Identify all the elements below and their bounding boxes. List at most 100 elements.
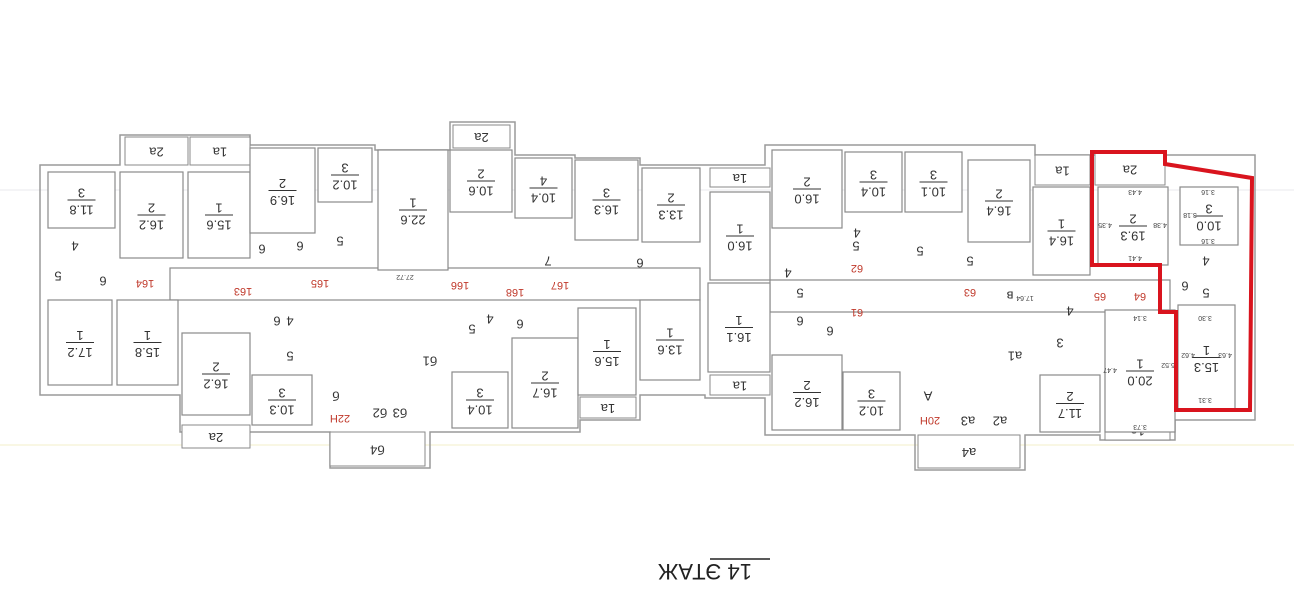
service-room-label: 6 [258,242,265,257]
room-area: 10.4 [467,403,492,418]
room-number: 3 [476,386,483,401]
room[interactable]: 213.3 [641,167,701,243]
room-number: 2 [803,378,810,393]
room-area: 16.2 [139,218,164,233]
balcony-outline [1094,152,1166,186]
room[interactable]: 310.4 [844,151,903,213]
room-number: 1 [144,328,151,343]
room[interactable]: 122.6 [377,149,449,271]
room[interactable]: 216.0 [771,149,843,229]
balcony: 1a [189,136,251,166]
dimension-label: 3.31 [1198,396,1212,403]
dimension-label: 4.62 [1181,351,1195,358]
room[interactable]: 310.4 [451,371,509,429]
room[interactable]: 310.1 [904,151,963,213]
service-room-label: 5 [852,239,859,254]
room[interactable]: 219.3 [1097,186,1169,266]
room[interactable]: 410.4 [514,157,573,219]
room[interactable]: 113.6 [639,299,701,381]
dimension-label: 3.30 [1198,314,1212,321]
balcony-label: б4 [370,443,385,458]
room-number: 3 [603,186,610,201]
room[interactable]: 116.0 [709,191,771,281]
room[interactable]: 120.0 [1104,309,1176,433]
room[interactable]: 115.6 [577,307,637,396]
balcony: а4 [917,434,1021,469]
balcony-label: 2a [208,430,223,445]
room[interactable]: 116.4 [1032,186,1091,276]
room-area: 10.0 [1196,219,1221,234]
dimension-label: 3.18 [1183,211,1197,218]
dimension-label: 4.63 [1218,351,1232,358]
room[interactable]: 311.8 [47,171,116,229]
room[interactable]: 216.7 [511,337,579,429]
service-room-label: б [332,389,339,404]
room-area: 11.8 [69,203,93,218]
room[interactable]: 115.6 [187,171,251,259]
room-area: 10.4 [531,191,556,206]
room-number: 3 [930,168,937,183]
room-area: 16.3 [594,203,619,218]
room-area: 10.3 [269,403,294,418]
room-number: 1 [603,337,610,352]
room-area: 16.4 [986,204,1011,219]
dimension-label: 3.16 [1201,188,1215,195]
balcony: 1a [709,374,771,396]
service-room-label: 5 [468,322,475,337]
room-number: 2 [995,187,1002,202]
room[interactable]: 211.7 [1039,374,1101,433]
room-number: 1 [409,196,416,211]
service-room-label: а3 [961,414,975,429]
balcony: 2a [124,136,189,166]
service-room-label: в [1006,289,1013,304]
service-room-label: б2 [373,406,388,421]
room[interactable]: 310.2 [317,147,373,203]
service-room-label: 5 [286,349,293,364]
room[interactable]: 310.0 [1179,186,1239,246]
dimension-label: 3.73 [1133,423,1147,430]
room[interactable]: 116.1 [707,282,771,373]
room[interactable]: 310.3 [251,374,313,426]
room-number: 1 [1058,217,1065,232]
balcony-outline [709,374,771,396]
room-area: 20.0 [1127,374,1152,389]
dimension-label: 4.43 [1128,188,1142,195]
room-outline [377,149,449,271]
room[interactable]: 210.6 [449,149,513,213]
service-room-label: 5 [916,244,923,259]
corridor-mark: 22Н [330,412,350,424]
room[interactable]: 216.2 [119,171,184,259]
service-room-label: 4 [853,226,860,241]
room[interactable]: 115.8 [116,299,179,386]
balcony-label: 1a [600,401,615,416]
service-room-label: 5 [966,254,973,269]
balcony-label: 1a [732,171,747,186]
room[interactable]: 115.3 [1177,304,1236,411]
balcony-label: а4 [962,445,976,460]
selected-apartment-outline[interactable] [1090,150,1255,412]
room-area: 22.6 [400,213,425,228]
room-number: 3 [1205,202,1212,217]
room[interactable]: 117.2 [47,299,113,386]
room-area: 16.1 [726,330,751,345]
balcony-outline [124,136,189,166]
service-room-label: 4 [784,266,791,281]
balcony-outline [452,124,511,149]
room-number: 1 [1203,343,1210,358]
balcony-label: 2a [474,130,489,145]
room[interactable]: 216.9 [249,147,316,234]
balcony-outline [189,136,251,166]
service-room-label: А [923,389,932,404]
room-number: 3 [868,387,875,402]
room-area: 15.8 [135,345,160,360]
room-area: 16.2 [794,395,819,410]
room[interactable]: 216.4 [967,159,1031,243]
room[interactable]: 316.3 [574,159,639,241]
room[interactable]: 216.2 [771,354,843,431]
balcony-label: 2a [149,145,164,160]
room-number: 2 [1066,389,1073,404]
corridor-mark: 167 [551,279,569,291]
room-area: 16.4 [1049,234,1074,249]
room[interactable]: 310.2 [842,371,901,431]
room[interactable]: 216.2 [181,332,251,416]
